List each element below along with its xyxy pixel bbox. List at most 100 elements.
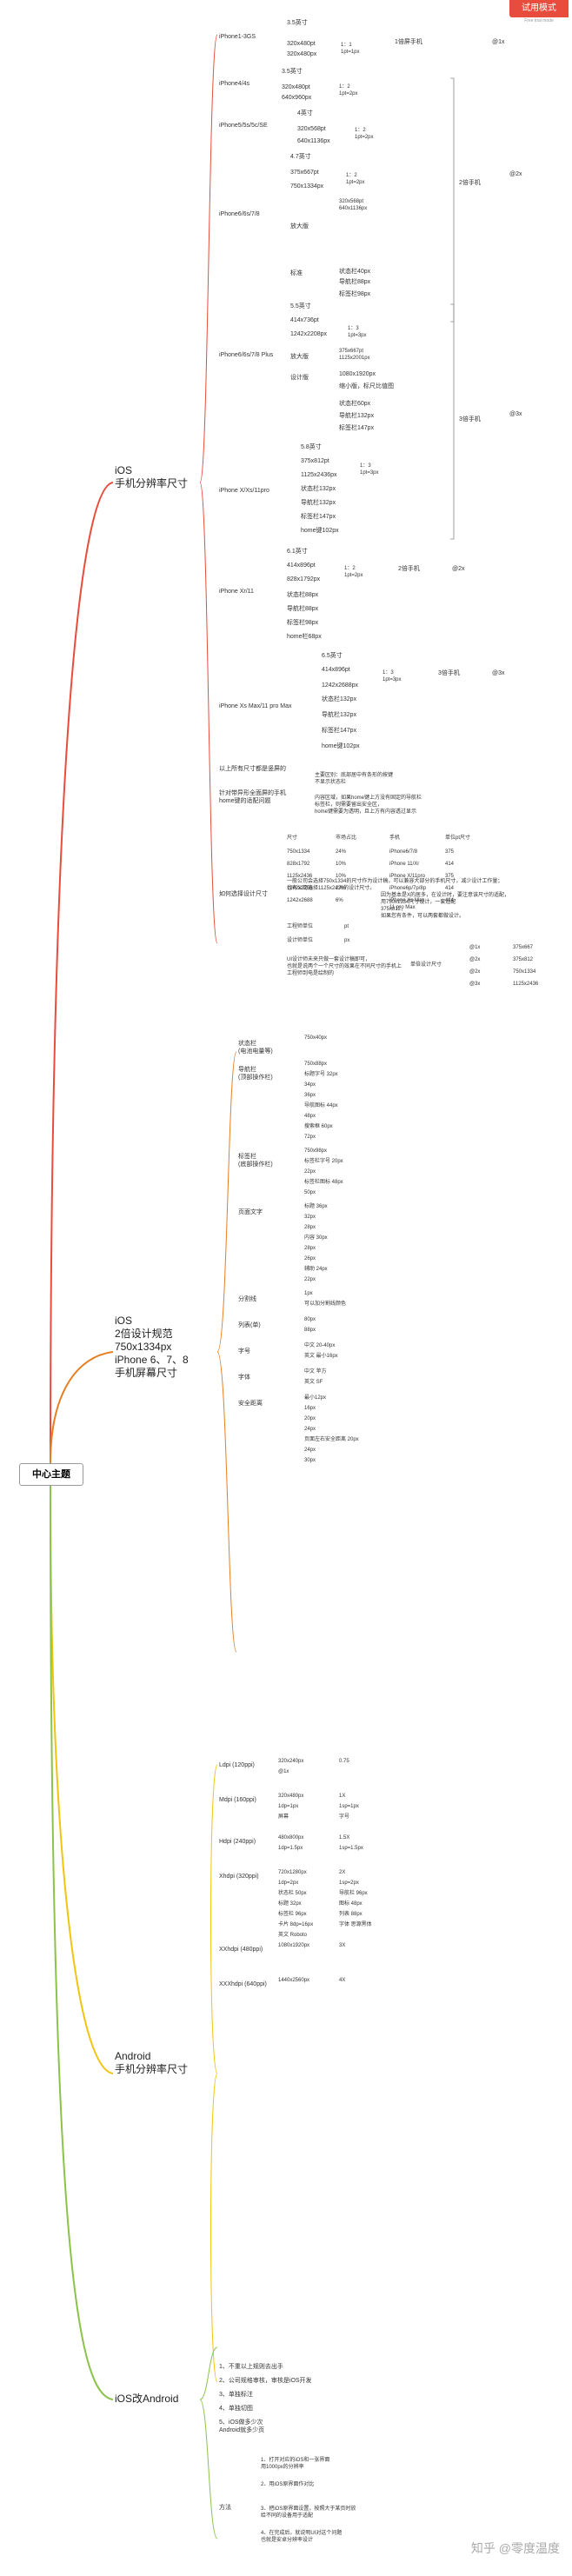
device-node[interactable]: iPhone4/4s <box>219 81 250 87</box>
ios2x-group-label[interactable]: 页面文字 <box>238 1209 263 1215</box>
ios2x-item: 内容 30px <box>304 1235 328 1241</box>
ios2x-item: 英文 SF <box>304 1380 323 1385</box>
design-choice-node[interactable]: 如何选择设计尺寸 <box>219 891 268 897</box>
ios2x-item: 48px <box>304 1114 316 1119</box>
ios2x-group-label[interactable]: 字体 <box>238 1375 250 1381</box>
ios2x-group-label[interactable]: 列表(单) <box>238 1322 261 1328</box>
table-cell: 828x1792 <box>287 862 310 867</box>
table-header: 手机 <box>389 835 401 841</box>
ios2x-item: 可以加分割线颜色 <box>304 1301 347 1307</box>
ios2x-item: 标签栏图标 48px <box>304 1180 343 1185</box>
android-density[interactable]: Mdpi (160ppi) <box>219 1797 256 1803</box>
trial-badge[interactable]: 试用模式 <box>509 0 569 17</box>
step-item[interactable]: 1、不重以上规则去出手 <box>219 2364 283 2370</box>
scale-tag: @3x <box>492 670 505 676</box>
android-density[interactable]: Xhdpi (320ppi) <box>219 1874 259 1880</box>
ios2x-item: 标题 36px <box>304 1204 328 1209</box>
android-density[interactable]: XXXhdpi (640ppi) <box>219 1981 267 1987</box>
step-item[interactable]: 2、公司规格审核，审核是iOS开发 <box>219 2378 312 2384</box>
scale-tag: @3x <box>469 982 481 987</box>
ratio-label: 1：2 1pt=2px <box>346 173 365 185</box>
device-spec: 375x667pt <box>290 170 319 176</box>
ios2x-group-label[interactable]: 标签栏 (底部操作栏) <box>238 1154 273 1168</box>
table-cell: 1242x2688 <box>287 898 313 903</box>
branch-android[interactable]: Android 手机分辨率尺寸 <box>115 2050 189 2075</box>
branch-ios[interactable]: iOS 手机分辨率尺寸 <box>115 464 189 489</box>
method-item: 2、用iOS原界面作对比 <box>261 2482 315 2487</box>
device-spec: home键102px <box>301 528 339 534</box>
ios2x-item: 36px <box>304 1093 316 1098</box>
ios2x-item: 页面左右安全距离 20px <box>304 1437 359 1442</box>
trial-badge-sub: Free trial mode <box>524 18 554 23</box>
method-node[interactable]: 方法 <box>219 2505 231 2511</box>
android-value: 图标 48px <box>339 1901 362 1907</box>
device-node[interactable]: iPhone1-3GS <box>219 34 256 40</box>
device-node[interactable]: iPhone Xs Max/11 pro Max <box>219 703 292 709</box>
device-spec: 状态栏88px <box>287 592 319 598</box>
scale-note: 3倍手机 <box>438 670 460 676</box>
device-spec: 放大版 <box>290 354 309 360</box>
ios2x-item: 24px <box>304 1448 316 1453</box>
scale-note: 3倍手机 <box>459 416 481 423</box>
ios2x-item: 750x88px <box>304 1062 328 1067</box>
ios2x-group-label[interactable]: 分割线 <box>238 1296 256 1302</box>
android-value: 1X <box>339 1794 346 1799</box>
ios2x-item: 34px <box>304 1082 316 1088</box>
table-header: 市场占比 <box>336 835 357 841</box>
ios2x-item: 72px <box>304 1135 316 1140</box>
unit-value: pt <box>344 924 349 929</box>
ios2x-group-label[interactable]: 字号 <box>238 1348 250 1355</box>
step-item[interactable]: 5、iOS做多少次 Android就多少页 <box>219 2420 265 2433</box>
device-spec: 750x1334px <box>290 183 324 190</box>
ios2x-group-label[interactable]: 安全距离 <box>238 1401 263 1407</box>
branch-ios-2x[interactable]: iOS 2倍设计规范 750x1334px iPhone 6、7、8 手机屏幕尺… <box>115 1315 189 1379</box>
scale-value: 375x667 <box>513 945 534 950</box>
step-item[interactable]: 4、单独切图 <box>219 2406 253 2412</box>
summary-node[interactable]: 以上所有尺寸都是竖屏的 <box>219 766 286 772</box>
ios2x-item: 20px <box>304 1416 316 1421</box>
device-spec: 414x896pt <box>287 562 316 569</box>
homekey-node[interactable]: 针对带异形全面屏的手机 home键的适配问题 <box>219 790 286 804</box>
step-item[interactable]: 3、单独标注 <box>219 2392 253 2398</box>
device-spec: 5.8英寸 <box>301 444 322 450</box>
ios2x-item: 50px <box>304 1190 316 1195</box>
android-density[interactable]: XXhdpi (480ppi) <box>219 1947 263 1953</box>
android-value: 字号 <box>339 1814 350 1820</box>
branch-ios-to-android[interactable]: iOS改Android <box>115 2393 179 2405</box>
device-node[interactable]: iPhone X/Xs/11pro <box>219 488 269 494</box>
table-cell: 6% <box>336 898 343 903</box>
ios2x-item: 750x98px <box>304 1148 328 1154</box>
ios2x-item: 28px <box>304 1246 316 1251</box>
android-value: 1sp=2px <box>339 1880 359 1886</box>
method-item: 1、打开对应的iOS和一张界面 用1000px的分辨率 <box>261 2458 330 2470</box>
scale-tag: @1x <box>469 945 481 950</box>
ios2x-item: 1px <box>304 1291 313 1296</box>
device-spec: 状态栏132px <box>322 696 357 702</box>
device-spec: 标签栏98px <box>287 620 319 626</box>
table-cell: 414 <box>445 862 455 867</box>
android-value: 1sp=1.5px <box>339 1846 363 1851</box>
ios2x-group-label[interactable]: 状态栏 (电池电量等) <box>238 1041 273 1055</box>
android-value: 状态栏 50px <box>278 1891 307 1896</box>
ratio-label: 1：2 1pt=2px <box>344 566 363 578</box>
device-node[interactable]: iPhone6/6s/7/8 <box>219 211 260 217</box>
ios2x-item: 88px <box>304 1328 316 1333</box>
android-density[interactable]: Hdpi (240ppi) <box>219 1839 256 1845</box>
scale-tag: @2x <box>452 566 465 572</box>
homekey-note: 主要区别：底部居中有条形的按键 不显示状态栏 <box>315 773 394 785</box>
device-spec: 6.5英寸 <box>322 653 343 659</box>
table-cell: 1242x2208 <box>287 886 313 891</box>
ios2x-item: 28px <box>304 1225 316 1230</box>
table-header: 尺寸 <box>287 835 298 841</box>
device-spec: 320x480px <box>287 51 317 57</box>
device-node[interactable]: iPhone Xr/11 <box>219 589 254 595</box>
device-spec: 3.5英寸 <box>287 20 308 26</box>
device-spec: 6.1英寸 <box>287 549 308 555</box>
ios2x-group-label[interactable]: 导航栏 (顶部操作栏) <box>238 1067 273 1081</box>
central-topic[interactable]: 中心主题 <box>19 1463 83 1486</box>
android-density[interactable]: Ldpi (120ppi) <box>219 1762 255 1768</box>
device-node[interactable]: iPhone5/5s/5c/SE <box>219 123 268 129</box>
android-value: 1dp=1px <box>278 1804 299 1809</box>
table-cell: 24% <box>336 849 347 855</box>
device-node[interactable]: iPhone6/6s/7/8 Plus <box>219 352 274 358</box>
